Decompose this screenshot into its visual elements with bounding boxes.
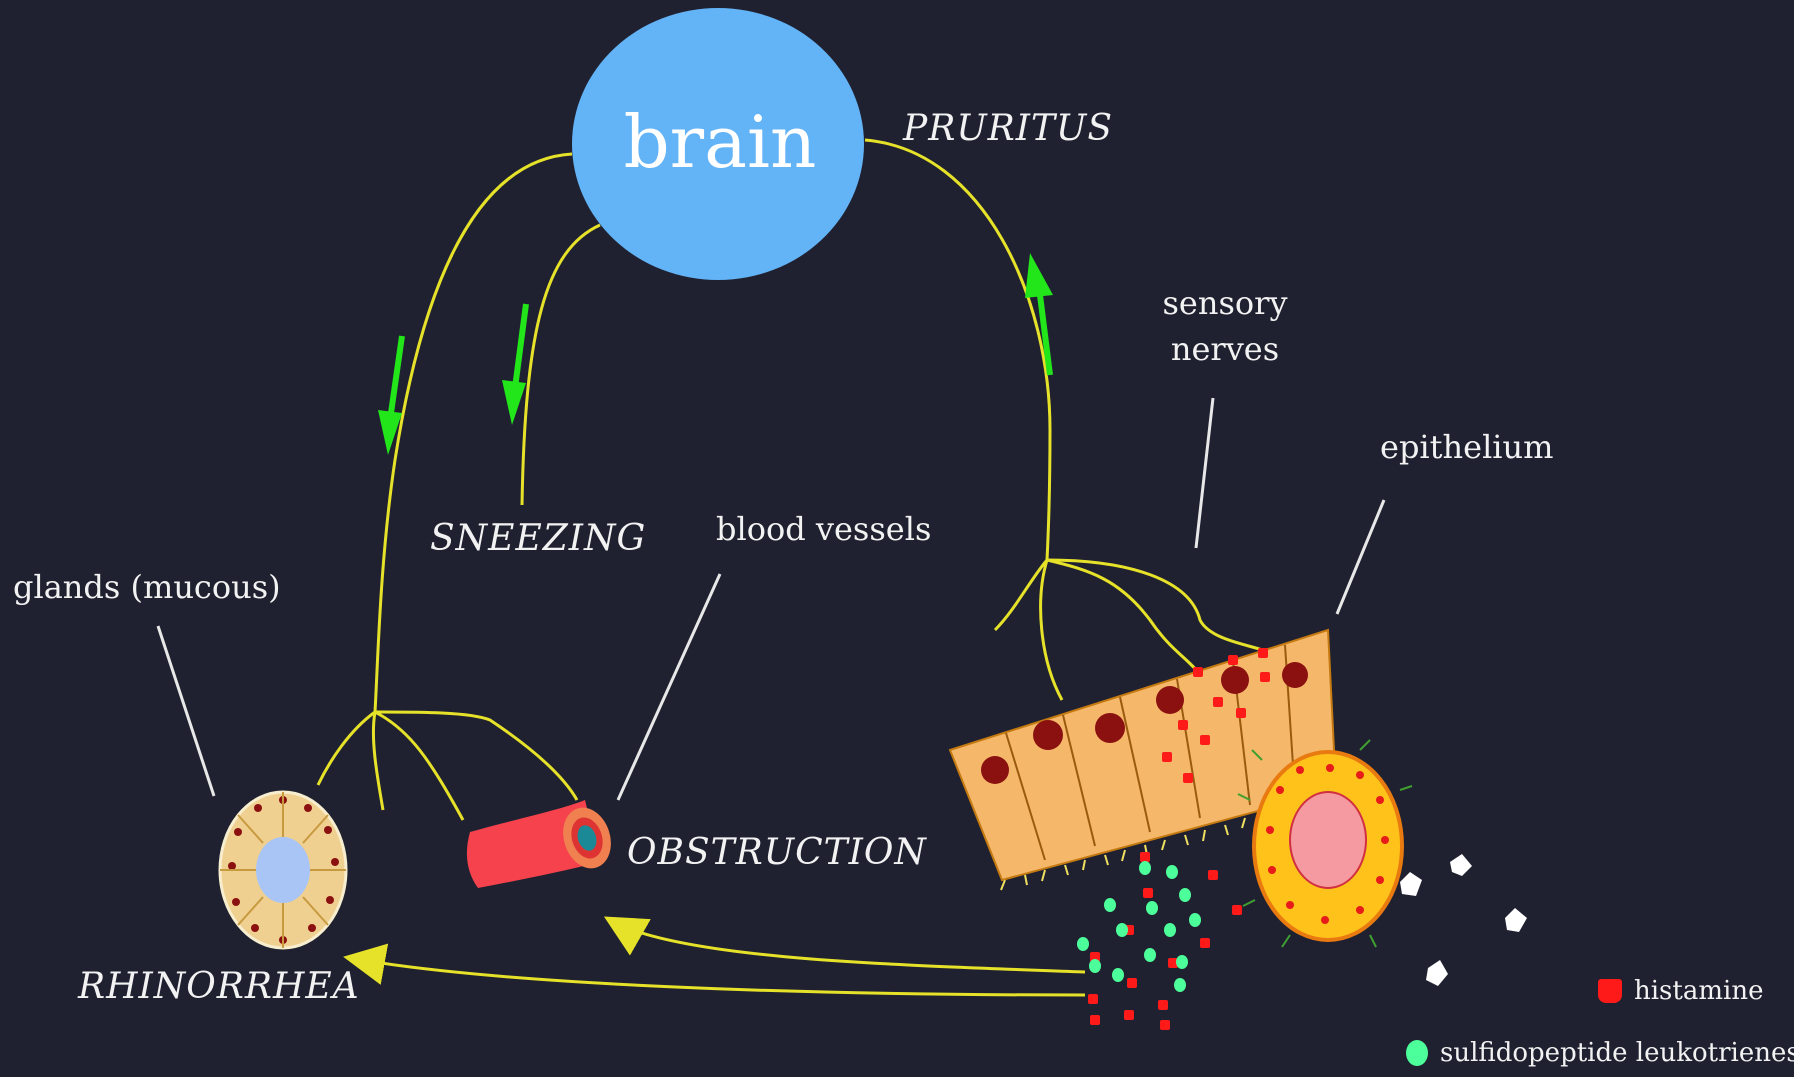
legend-leukotrienes: sulfidopeptide leukotrienes [1406, 1038, 1794, 1068]
direction-arrows [378, 253, 1053, 455]
nerve-pruritus-to-epithelium [865, 140, 1050, 560]
released-histamine [1088, 852, 1242, 1030]
legend-histamine: histamine [1598, 976, 1763, 1006]
arrow-up-pruritus [1025, 253, 1053, 375]
released-leukotrienes [1077, 861, 1201, 992]
nerve-brain-to-glands [375, 154, 572, 712]
rhinorrhea-label: RHINORRHEA [78, 966, 360, 1007]
blood-vessel [467, 800, 619, 888]
glands-label: glands (mucous) [13, 568, 281, 606]
brain-label: brain [570, 100, 870, 184]
legend-leukotrienes-label: sulfidopeptide leukotrienes [1440, 1038, 1794, 1068]
mucous-gland [220, 792, 346, 948]
effect-arrows [350, 920, 1085, 995]
nerve-brain-to-sneezing [522, 225, 600, 505]
sensory-nerves-label: sensory nerves [1162, 284, 1288, 368]
pruritus-label: PRURITUS [903, 108, 1113, 149]
legend-histamine-label: histamine [1634, 976, 1763, 1006]
sensory-nerves-line-2: nerves [1162, 330, 1288, 368]
obstruction-label: OBSTRUCTION [627, 832, 927, 873]
histamine-swatch [1598, 979, 1622, 1003]
epithelium-label: epithelium [1380, 428, 1553, 466]
arrow-down-sneezing [502, 304, 526, 425]
leukotriene-swatch [1406, 1040, 1428, 1066]
sensory-nerves-line-1: sensory [1162, 284, 1288, 322]
sneezing-label: SNEEZING [430, 518, 646, 559]
blood-vessels-label: blood vessels [716, 510, 931, 548]
released-granules [1400, 854, 1527, 986]
